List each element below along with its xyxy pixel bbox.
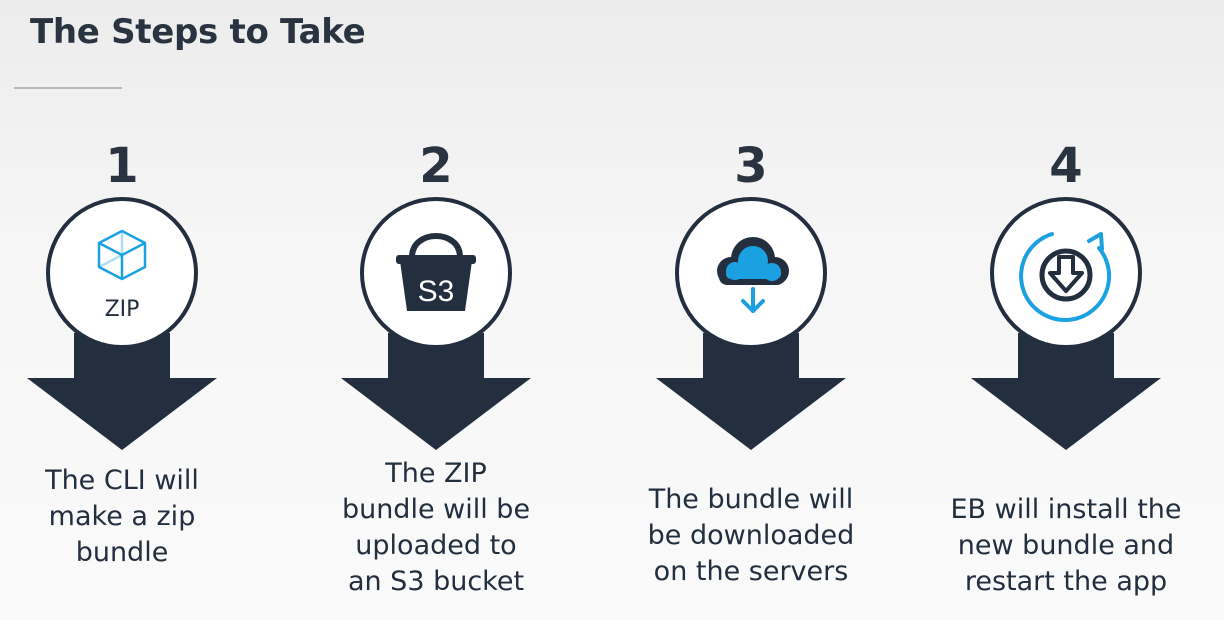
zip-box-icon bbox=[97, 229, 147, 281]
step-circle bbox=[675, 197, 827, 349]
step-caption: The ZIP bundle will be uploaded to an S3… bbox=[286, 456, 586, 600]
page-title: The Steps to Take bbox=[30, 12, 366, 52]
caption-line: The ZIP bbox=[385, 458, 487, 489]
caption-line: uploaded to bbox=[355, 530, 517, 561]
caption-line: an S3 bucket bbox=[347, 566, 525, 597]
step-number: 2 bbox=[419, 138, 453, 194]
down-arrow bbox=[656, 333, 846, 450]
cloud-download-icon bbox=[717, 237, 789, 313]
step-circle: ZIP bbox=[46, 197, 198, 349]
step-circle: S3 bbox=[360, 197, 512, 349]
caption-line: restart the app bbox=[964, 566, 1168, 597]
caption-line: make a zip bbox=[48, 501, 196, 532]
caption-line: on the servers bbox=[653, 556, 849, 587]
install-restart-icon bbox=[1019, 232, 1112, 323]
s3-bucket-icon: S3 bbox=[396, 233, 476, 311]
down-arrow bbox=[341, 333, 531, 450]
caption-line: bundle will be bbox=[341, 494, 531, 525]
step-2: 2 S3 The ZIP bundle will be uploaded to … bbox=[286, 138, 586, 620]
caption-line: new bundle and bbox=[957, 530, 1175, 561]
down-arrow bbox=[27, 333, 217, 450]
caption-line: The CLI will bbox=[45, 465, 199, 496]
step-caption: The bundle will be downloaded on the ser… bbox=[601, 482, 901, 590]
caption-line: bundle bbox=[75, 537, 169, 568]
step-caption: The CLI will make a zip bundle bbox=[0, 463, 272, 571]
step-number: 3 bbox=[734, 138, 768, 194]
zip-label: ZIP bbox=[104, 297, 140, 322]
step-3: 3 The bundle will be downloaded on th bbox=[601, 138, 901, 620]
step-1: 1 ZIP The CLI will make a zip bundle bbox=[0, 138, 272, 620]
title-underline bbox=[14, 87, 122, 89]
step-4: 4 EB will install the new bundle and res… bbox=[916, 138, 1216, 620]
caption-line: be downloaded bbox=[647, 520, 855, 551]
caption-line: EB will install the bbox=[950, 494, 1182, 525]
step-caption: EB will install the new bundle and resta… bbox=[916, 492, 1216, 600]
caption-line: The bundle will bbox=[648, 484, 854, 515]
step-number: 1 bbox=[105, 138, 139, 194]
s3-label: S3 bbox=[418, 275, 455, 308]
down-arrow bbox=[971, 333, 1161, 450]
step-circle bbox=[990, 197, 1142, 349]
step-number: 4 bbox=[1049, 138, 1083, 194]
